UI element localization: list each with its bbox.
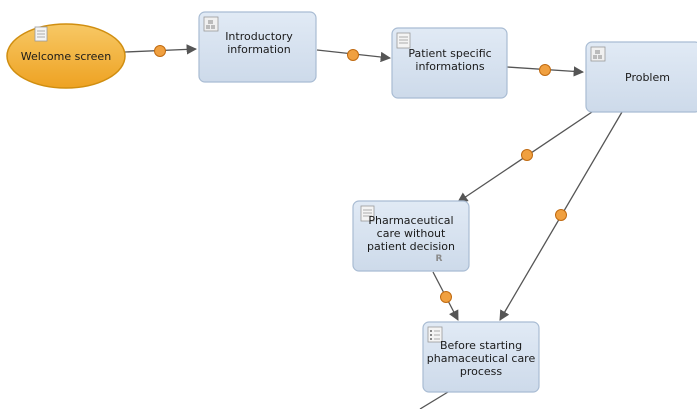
module-icon: [203, 16, 219, 32]
document-icon: [34, 26, 48, 42]
connector-dot[interactable]: [440, 291, 452, 303]
edge-before-next[interactable]: [419, 391, 449, 409]
connector-dot[interactable]: [521, 149, 533, 161]
node-welcome-screen[interactable]: [6, 23, 126, 89]
pharmaceutical-care-label: Pharmaceutical care without patient deci…: [367, 214, 455, 253]
connector-dot[interactable]: [555, 209, 567, 221]
connector-dot[interactable]: [347, 49, 359, 61]
document-icon: [360, 205, 375, 222]
introductory-information-label: Introductory information: [225, 30, 293, 56]
connectors: [154, 45, 567, 303]
node-before-starting[interactable]: [422, 321, 540, 393]
patient-specific-informations-label: Patient specific informations: [408, 47, 492, 73]
node-patient-specific-informations[interactable]: [391, 27, 508, 99]
r-badge: R: [435, 253, 443, 264]
connector-dot[interactable]: [154, 45, 166, 57]
before-starting-label: Before starting phamaceutical care proce…: [426, 339, 536, 378]
list-icon: [427, 326, 443, 343]
node-introductory-information[interactable]: [198, 11, 317, 83]
node-problem[interactable]: [585, 41, 697, 113]
node-pharmaceutical-care[interactable]: [352, 200, 470, 272]
module-icon: [590, 46, 606, 62]
welcome-screen-label: Welcome screen: [20, 49, 112, 63]
connector-dot[interactable]: [539, 64, 551, 76]
problem-label: Problem: [625, 70, 670, 84]
document-icon: [396, 32, 411, 49]
